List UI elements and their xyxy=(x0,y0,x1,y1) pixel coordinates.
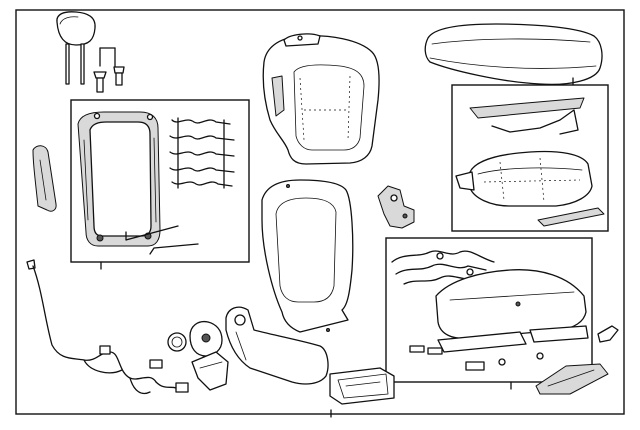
side-trim-cover xyxy=(32,145,57,212)
bracket xyxy=(377,185,415,229)
lumbar-switch xyxy=(191,351,229,391)
seatback-spring-mat xyxy=(125,117,235,255)
seatback-pad xyxy=(261,179,354,333)
storage-tray xyxy=(329,367,395,405)
cushion-pad-group xyxy=(455,97,605,227)
frame-group-box xyxy=(70,99,250,263)
adjuster-track-group xyxy=(391,250,589,371)
recliner-handle xyxy=(189,320,223,357)
headrest xyxy=(56,11,96,85)
end-cover xyxy=(597,325,619,343)
cushion-group-box xyxy=(451,84,609,232)
knob xyxy=(167,332,187,352)
track-cover xyxy=(535,363,609,395)
seatback-frame xyxy=(77,111,161,247)
side-shield xyxy=(225,306,329,385)
adjuster-group-box xyxy=(385,237,593,383)
headrest-guides xyxy=(93,47,125,93)
cushion-cover xyxy=(424,23,603,86)
diagram-border xyxy=(15,9,625,415)
wire-harness xyxy=(26,259,189,395)
seatback-cover xyxy=(262,33,380,165)
